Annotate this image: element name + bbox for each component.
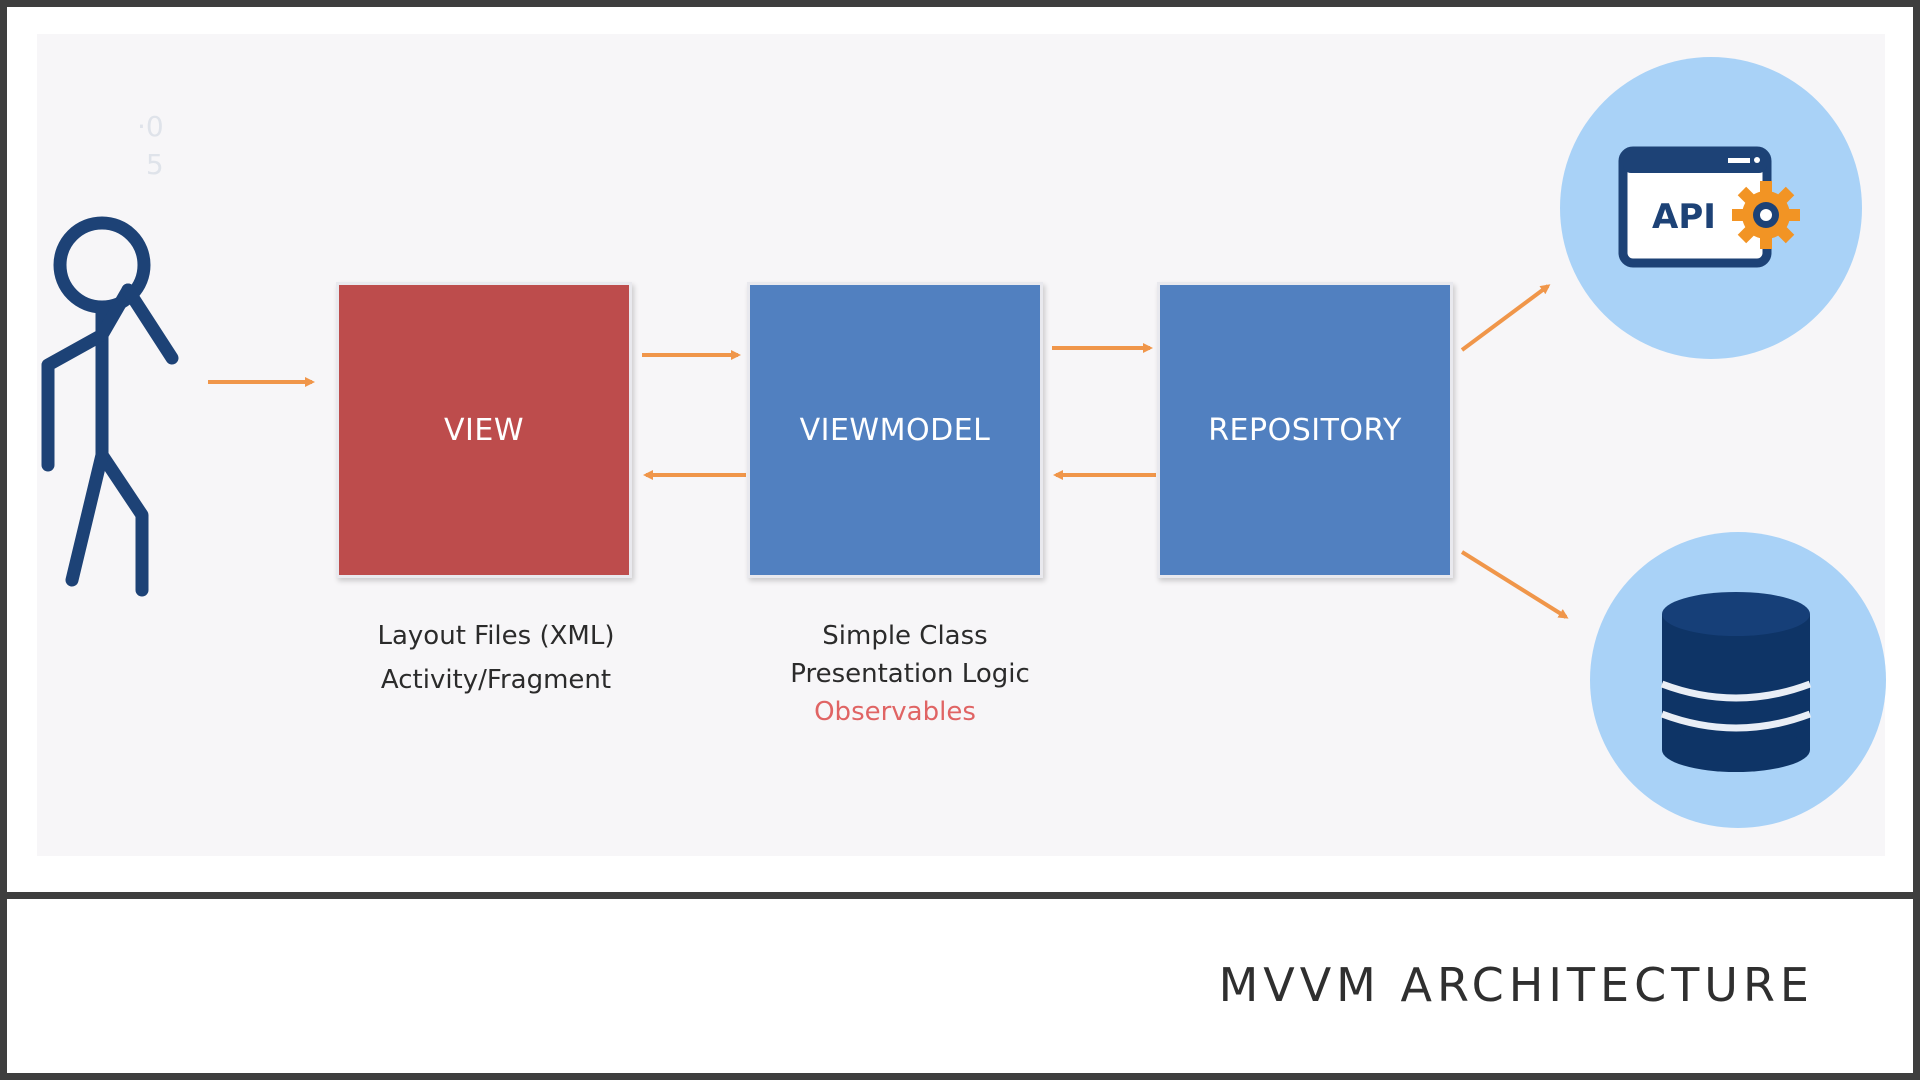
footer-divider [0,892,1920,899]
viewmodel-box-label: VIEWMODEL [799,412,991,448]
viewmodel-caption-observables: Observables [814,697,976,727]
database-icon [1590,532,1886,828]
user-stick-figure-icon [41,216,179,597]
view-box: VIEW [336,282,632,578]
view-caption-line1: Layout Files (XML) [377,621,615,651]
slide-title: MVVM ARCHITECTURE [1218,958,1814,1012]
view-box-label: VIEW [444,412,524,448]
viewmodel-caption-line1: Simple Class [822,621,988,651]
api-icon-label: API [1652,197,1716,237]
arrow-repository-to-database [1460,550,1569,619]
arrows [208,284,1569,619]
faint-watermark-marks: ·0 5 [137,110,164,181]
api-gear-icon: API [1560,57,1862,359]
view-caption-line2: Activity/Fragment [380,665,612,695]
viewmodel-box: VIEWMODEL [747,282,1043,578]
repository-box: REPOSITORY [1157,282,1453,578]
repository-box-label: REPOSITORY [1208,412,1402,448]
arrow-repository-to-api [1460,284,1551,352]
viewmodel-caption-line2: Presentation Logic [790,659,1030,689]
